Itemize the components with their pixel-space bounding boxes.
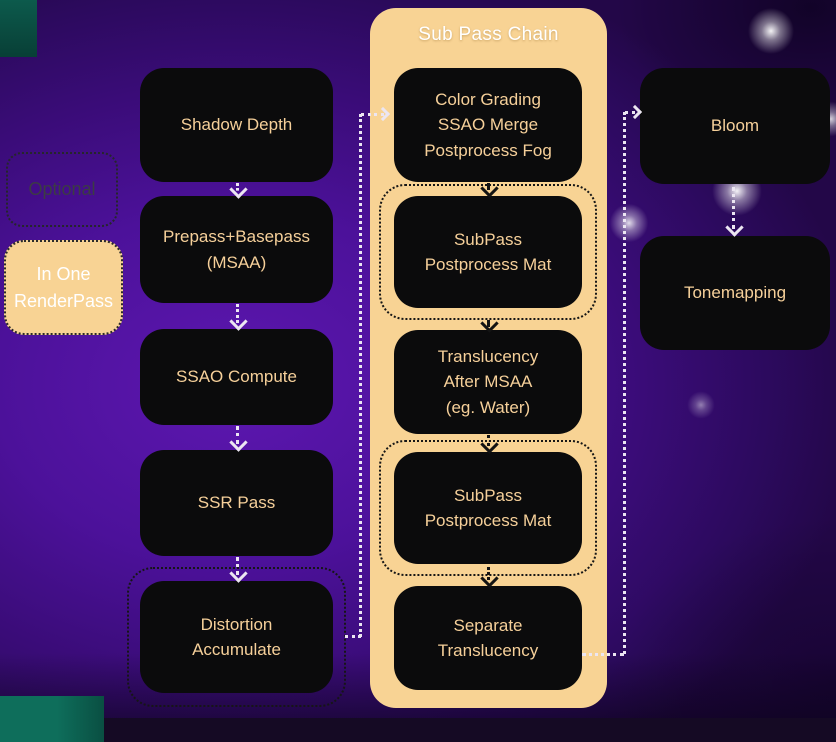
- arrow-subpassmat2-to-separate: [481, 567, 495, 585]
- legend-in-one-renderpass: In One RenderPass: [4, 240, 123, 335]
- node-label: Prepass+Basepass (MSAA): [163, 227, 310, 272]
- sparkle-icon: [686, 390, 716, 420]
- connector-separate-to-bloom-segment: [623, 112, 626, 654]
- node-color-grading-ssao-merge-fog: Color Grading SSAO Merge Postprocess Fog: [394, 68, 582, 182]
- node-label: Bloom: [710, 116, 760, 136]
- arrow-ssao-to-ssr: [230, 426, 244, 449]
- connector-distortion-to-chain-segment: [359, 114, 362, 637]
- node-label: SubPass Postprocess Mat: [424, 229, 552, 275]
- corner-patch-top-left: [0, 0, 37, 57]
- legend-in-one-renderpass-label: In One RenderPass: [13, 264, 114, 311]
- node-label: SSAO Compute: [176, 367, 297, 387]
- arrow-subpassmat1-to-translucency: [481, 320, 495, 330]
- sparkle-icon: [746, 6, 796, 56]
- connector-separate-to-bloom-segment: [625, 111, 635, 114]
- connector-distortion-to-chain-segment: [345, 635, 361, 638]
- corner-patch-bottom-left: [0, 696, 104, 742]
- node-bloom: Bloom: [640, 68, 830, 184]
- connector-separate-to-bloom-segment: [582, 653, 624, 656]
- arrow-colorgrading-to-subpassmat1: [481, 183, 495, 195]
- arrow-prepass-to-ssao: [230, 304, 244, 328]
- node-translucency-after-msaa: Translucency After MSAA (eg. Water): [394, 330, 582, 434]
- arrow-ssr-to-distortion: [230, 557, 244, 580]
- node-label: SSR Pass: [197, 493, 276, 513]
- arrow-translucency-to-subpassmat2: [481, 435, 495, 451]
- node-label: SubPass Postprocess Mat: [424, 485, 552, 531]
- sub-pass-chain-title: Sub Pass Chain: [418, 24, 559, 45]
- arrow-shadow-to-prepass: [230, 183, 244, 196]
- node-distortion-accumulate: Distortion Accumulate: [140, 581, 333, 693]
- bottom-band: [0, 718, 836, 742]
- node-label: Shadow Depth: [180, 115, 293, 135]
- node-subpass-postprocess-mat-2: SubPass Postprocess Mat: [394, 452, 582, 564]
- connector-distortion-to-chain-segment: [361, 113, 384, 116]
- node-ssao-compute: SSAO Compute: [140, 329, 333, 425]
- node-label: Translucency After MSAA (eg. Water): [437, 346, 539, 417]
- node-label: Separate Translucency: [437, 615, 539, 661]
- arrow-bloom-to-tonemapping: [726, 187, 740, 234]
- node-shadow-depth: Shadow Depth: [140, 68, 333, 182]
- sparkle-icon: [608, 202, 650, 244]
- legend-optional-label: Optional: [28, 179, 96, 199]
- node-separate-translucency: Separate Translucency: [394, 586, 582, 690]
- node-ssr-pass: SSR Pass: [140, 450, 333, 556]
- node-tonemapping: Tonemapping: [640, 236, 830, 350]
- node-label: Distortion Accumulate: [192, 614, 281, 660]
- legend-optional: Optional: [6, 152, 118, 227]
- node-label: Tonemapping: [683, 283, 787, 303]
- node-label: Color Grading SSAO Merge Postprocess Fog: [424, 89, 552, 160]
- node-prepass-basepass: Prepass+Basepass (MSAA): [140, 196, 333, 303]
- node-subpass-postprocess-mat-1: SubPass Postprocess Mat: [394, 196, 582, 308]
